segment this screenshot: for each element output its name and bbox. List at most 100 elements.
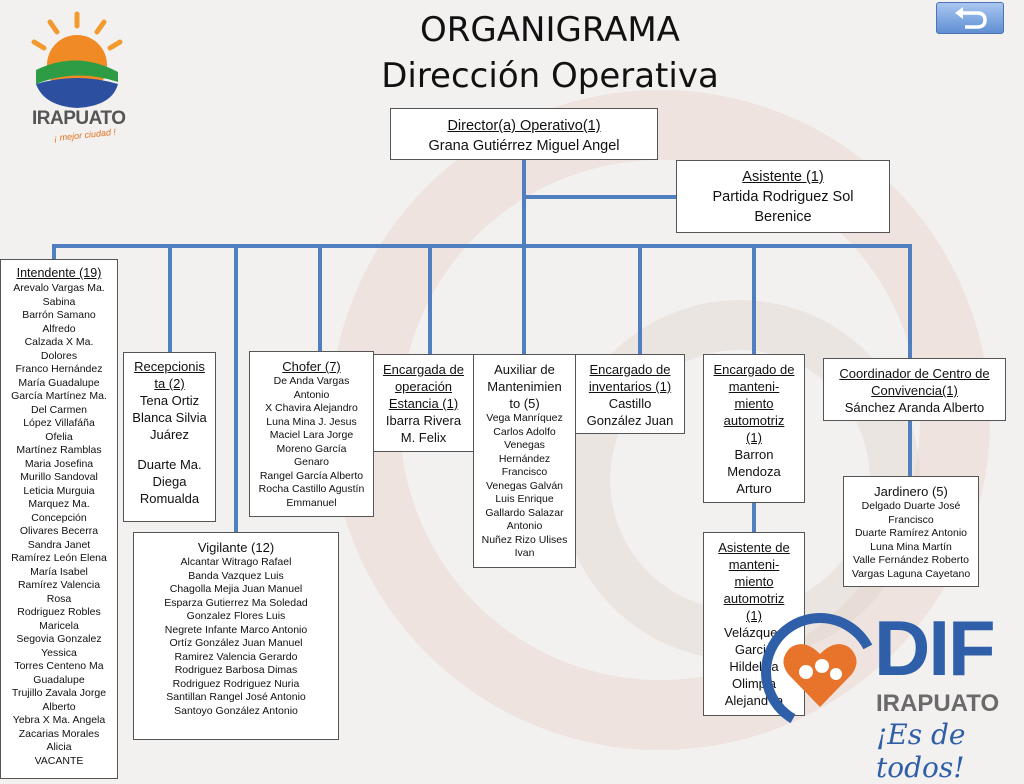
list-line: Yessica xyxy=(41,646,77,659)
list-line: Zacarias Morales xyxy=(18,727,100,740)
coordinador-list: Sánchez Aranda Alberto xyxy=(824,399,1005,416)
list-line: Venegas xyxy=(504,439,545,451)
list-line: Nuñez Rizo Ulises xyxy=(481,533,568,546)
list-line: operación xyxy=(394,379,453,394)
list-line: (1) xyxy=(746,430,762,445)
list-line: Castillo xyxy=(608,396,652,411)
list-line: Alicia xyxy=(46,741,72,753)
list-line: García Martínez Ma. xyxy=(11,390,107,402)
list-line: Leticia Murguia xyxy=(23,484,95,497)
list-line: Recepcionis xyxy=(134,359,205,374)
list-line: Sabina xyxy=(42,295,76,308)
list-line: Tena Ortiz xyxy=(139,393,200,408)
list-line: Ortíz González Juan Manuel xyxy=(169,637,303,649)
list-line: automotriz xyxy=(723,413,785,428)
list-line: Francisco xyxy=(501,466,548,478)
list-line: Barrón Samano xyxy=(22,309,96,321)
jardinero-title: Jardinero (5) xyxy=(874,484,948,499)
connector-line xyxy=(52,244,56,260)
irapuato-logo: IRAPUATO ¡ mejor ciudad ! xyxy=(22,10,132,150)
asistente-name-line: Berenice xyxy=(754,209,812,225)
connector-line xyxy=(752,244,756,354)
list-line: Santillan Rangel José Antonio xyxy=(166,691,306,703)
connector-line xyxy=(908,244,912,358)
vigilante-title: Vigilante (12) xyxy=(197,540,275,555)
list-line: Torres Centeno Ma xyxy=(14,660,104,672)
list-line: Luna Mina Martín xyxy=(870,540,952,553)
list-line: Garcia xyxy=(734,642,774,657)
list-line: Encargado de xyxy=(713,362,795,377)
list-line: Rosa xyxy=(46,592,72,605)
list-line: Emmanuel xyxy=(286,496,337,509)
irapuato-sun-icon xyxy=(31,11,123,108)
list-line: Banda Vazquez Luis xyxy=(188,569,284,582)
dif-heart-icon xyxy=(761,613,879,731)
list-line: Mendoza xyxy=(727,464,781,479)
list-line: Santoyo González Antonio xyxy=(174,704,298,717)
list-line: Del Carmen xyxy=(30,403,88,416)
list-line: Luna Mina J. Jesus xyxy=(266,415,357,428)
connector-line xyxy=(428,244,432,354)
list-line: Valle Fernández Roberto xyxy=(853,554,969,566)
connector-line xyxy=(752,502,756,532)
dif-logo-city: IRAPUATO xyxy=(876,690,1000,717)
list-line: Francisco xyxy=(888,513,934,526)
list-line: Romualda xyxy=(139,491,200,506)
list-line: Antonio xyxy=(506,520,543,532)
list-line: Encargado de xyxy=(589,362,671,377)
list-line: Yebra X Ma. Angela xyxy=(12,714,106,726)
list-line: Marquez Ma. xyxy=(28,498,90,510)
list-line: Rodriguez Rodriguez Nuria xyxy=(172,677,300,690)
list-line: López Villafáña xyxy=(23,417,95,429)
director-name: Grana Gutiérrez Miguel Angel xyxy=(428,138,620,154)
list-line: manteni- xyxy=(728,557,780,572)
list-line: Duarte Ramírez Antonio xyxy=(854,527,968,539)
list-line: Franco Hernández xyxy=(15,363,103,375)
list-line: Ivan xyxy=(514,547,535,559)
list-line: Segovia Gonzalez xyxy=(16,633,102,645)
list-line: Rocha Castillo Agustín xyxy=(258,483,365,495)
director-title: Director(a) Operativo(1) xyxy=(447,118,601,134)
list-line: Maricela xyxy=(39,619,79,632)
dif-logo: DIF IRAPUATO ¡Es de todos! xyxy=(760,608,1020,784)
list-line: Antonio xyxy=(293,388,330,401)
list-line: Vega Manríquez xyxy=(486,412,563,424)
list-line: (1) xyxy=(746,608,762,623)
list-line: Maciel Lara Jorge xyxy=(269,429,354,441)
list-line: Auxiliar de xyxy=(494,362,555,377)
list-line: Arevalo Vargas Ma. xyxy=(13,282,105,294)
irapuato-logo-name: IRAPUATO xyxy=(32,108,126,129)
list-line: Genaro xyxy=(293,456,330,468)
chofer-title: Chofer (7) xyxy=(282,359,341,374)
list-line: Barron xyxy=(734,447,774,462)
dif-logo-name: DIF xyxy=(874,604,996,692)
list-line: Guadalupe xyxy=(33,673,85,686)
list-line: Chagolla Mejia Juan Manuel xyxy=(169,583,303,595)
back-button[interactable] xyxy=(936,2,1004,34)
asistente-box: Asistente (1) Partida Rodriguez Sol Bere… xyxy=(676,160,890,233)
return-arrow-icon xyxy=(955,7,987,29)
list-line: Sánchez Aranda Alberto xyxy=(844,400,985,415)
list-line: Encargada de xyxy=(383,362,464,377)
connector-line xyxy=(168,244,172,352)
asistente-title: Asistente (1) xyxy=(742,169,824,185)
list-line: Ibarra Rivera xyxy=(385,413,462,428)
list-line: Venegas Galván xyxy=(485,479,564,492)
page-title: ORGANIGRAMA xyxy=(420,10,680,50)
